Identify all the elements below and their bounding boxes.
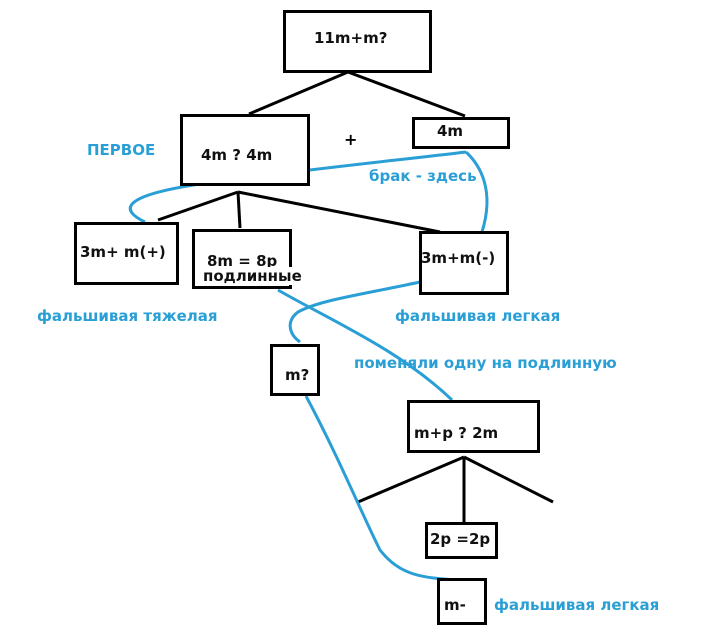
node-weigh2-text: m+p ? 2m [414,424,499,442]
node-single [270,344,320,396]
label-fake-light: фальшивая легкая [395,307,561,325]
curve-single-to-result [304,395,461,582]
edge-weigh1-equal [236,191,242,229]
node-equal2-text: 2p =2p [430,530,491,548]
edge-weigh1-light [237,190,441,234]
label-fake-heavy: фальшивая тяжелая [37,307,218,325]
node-weigh2 [407,400,540,453]
label-fake-light-final: фальшивая легкая [494,596,660,614]
node-root [283,10,432,73]
node-heavy [74,222,179,285]
node-equal-text-2: подлинные [203,267,302,285]
curve-equal-to-weigh2 [277,288,454,402]
edge-root-reserve [347,70,466,118]
label-first: ПЕРВОЕ [87,141,156,159]
node-result-text: m- [444,596,466,614]
node-equal-text-1: 8m = 8p [207,252,278,270]
curve-light-to-single [288,280,421,344]
node-weigh1-text: 4m ? 4m [201,146,273,164]
label-defect-here: брак - здесь [369,167,477,185]
node-weigh1 [180,114,310,186]
label-plus: + [344,130,358,149]
node-reserve-text: 4m [437,122,464,140]
edge-weigh1-heavy [157,190,239,222]
node-heavy-text: 3m+ m(+) [80,243,166,261]
curve-reserve-to-light [464,150,489,233]
node-light [419,231,509,295]
node-root-text: 11m+m? [314,29,388,47]
node-reserve [412,117,510,149]
node-single-text: m? [285,366,310,384]
node-light-text: 3m+m(-) [421,249,496,267]
node-equal2 [425,522,498,559]
edge-root-weigh1 [248,70,349,116]
edge-weigh2-left [357,455,465,504]
edge-weigh2-right [463,455,554,504]
node-result [437,578,487,625]
label-swapped: поменяли одну на подлинную [354,354,617,372]
